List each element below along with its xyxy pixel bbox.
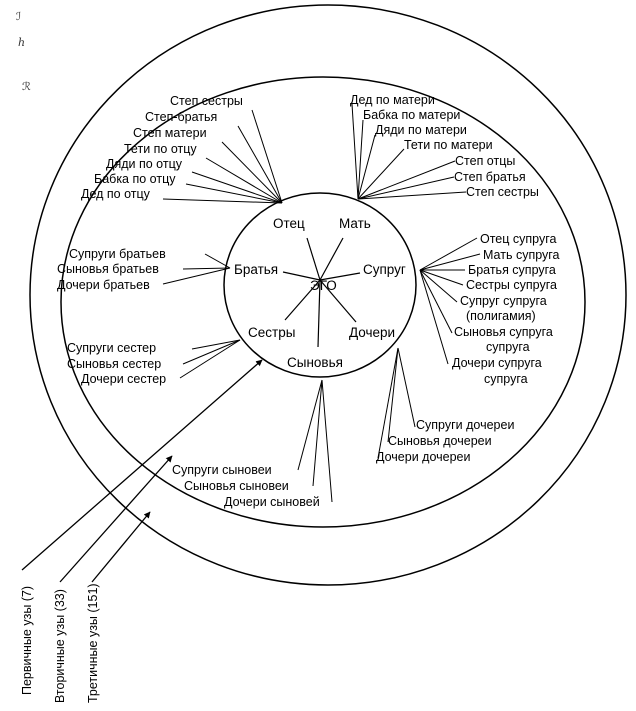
spouse-side-7: супруга bbox=[486, 340, 530, 354]
arrow-secondary bbox=[59, 455, 173, 583]
father-side-5: Бабка по отцу bbox=[94, 172, 176, 186]
father-side-1: Степ-братья bbox=[145, 110, 217, 124]
core-sons: Сыновья bbox=[287, 355, 343, 370]
label-secondary-ties: Вторичные узы (33) bbox=[53, 589, 67, 703]
spouse-side-0: Отец супруга bbox=[480, 232, 557, 246]
inner-ring-primary bbox=[223, 192, 417, 378]
mother-side-2: Дяди по матери bbox=[375, 123, 467, 137]
father-side-0: Степ сестры bbox=[170, 94, 243, 108]
spouse-side-3: Сестры супруга bbox=[466, 278, 557, 292]
brothers-side-connectors bbox=[162, 253, 231, 285]
mother-side-3: Тети по матери bbox=[404, 138, 493, 152]
scribble-2: ℎ bbox=[18, 36, 25, 49]
spouse-side-connectors bbox=[419, 237, 481, 365]
daughters-side-1: Сыновья дочереи bbox=[388, 434, 492, 448]
spouse-side-1: Мать супруга bbox=[483, 248, 560, 262]
father-side-4: Дяди по отцу bbox=[106, 157, 183, 171]
spouse-side-5: (полигамия) bbox=[466, 309, 536, 323]
mother-side-connectors bbox=[351, 103, 467, 200]
label-primary-ties: Первичные узы (7) bbox=[20, 586, 34, 695]
daughters-side-2: Дочери дочереи bbox=[376, 450, 470, 464]
label-tertiary-ties: Третичные узы (151) bbox=[86, 583, 100, 703]
brothers-side-0: Супруги братьев bbox=[69, 247, 166, 261]
spouse-side-8: Дочери супруга bbox=[452, 356, 542, 370]
core-spouse: Супруг bbox=[363, 262, 406, 277]
ego-label: ЭГО bbox=[310, 278, 337, 293]
arrow-tertiary bbox=[91, 511, 151, 583]
daughters-side-0: Супруги дочереи bbox=[416, 418, 514, 432]
middle-ring-secondary bbox=[60, 76, 586, 528]
spouse-side-2: Братья супруга bbox=[468, 263, 556, 277]
spouse-side-6: Сыновья супруга bbox=[454, 325, 553, 339]
spouse-side-4: Супруг супруга bbox=[460, 294, 547, 308]
mother-side-4: Степ отцы bbox=[455, 154, 515, 168]
mother-side-0: Дед по матери bbox=[350, 93, 435, 107]
father-side-6: Дед по отцу bbox=[81, 187, 151, 201]
mother-side-6: Степ сестры bbox=[466, 185, 539, 199]
outer-ring-tertiary bbox=[29, 4, 627, 586]
ring-arrows bbox=[21, 359, 263, 583]
core-brothers: Братья bbox=[234, 262, 278, 277]
sons-side-0: Супруги сыновеи bbox=[172, 463, 272, 477]
sisters-side-2: Дочери сестер bbox=[81, 372, 166, 386]
brothers-side-2: Дочери братьев bbox=[57, 278, 150, 292]
daughters-side-connectors bbox=[377, 347, 416, 459]
core-mother: Мать bbox=[339, 216, 371, 231]
sons-side-1: Сыновья сыновеи bbox=[184, 479, 289, 493]
brothers-side-1: Сыновья братьев bbox=[57, 262, 159, 276]
sisters-side-connectors bbox=[179, 339, 241, 379]
father-side-connectors bbox=[162, 109, 283, 204]
father-side-2: Степ матери bbox=[133, 126, 207, 140]
father-side-3: Тети по отцу bbox=[124, 142, 197, 156]
mother-side-1: Бабка по матери bbox=[363, 108, 460, 122]
core-daughters: Дочери bbox=[349, 325, 395, 340]
scribble-3: ℛ bbox=[22, 80, 31, 93]
arrow-primary bbox=[21, 359, 263, 571]
scribble-1: ℐ bbox=[16, 10, 21, 23]
sisters-side-0: Супруги сестер bbox=[67, 341, 156, 355]
ego-spokes bbox=[282, 237, 361, 348]
sons-side-2: Дочери сыновей bbox=[224, 495, 320, 509]
sons-side-connectors bbox=[297, 379, 333, 503]
core-sisters: Сестры bbox=[248, 325, 295, 340]
core-father: Отец bbox=[273, 216, 305, 231]
spouse-side-9: супруга bbox=[484, 372, 528, 386]
mother-side-5: Степ братья bbox=[454, 170, 526, 184]
sisters-side-1: Сыновья сестер bbox=[67, 357, 161, 371]
